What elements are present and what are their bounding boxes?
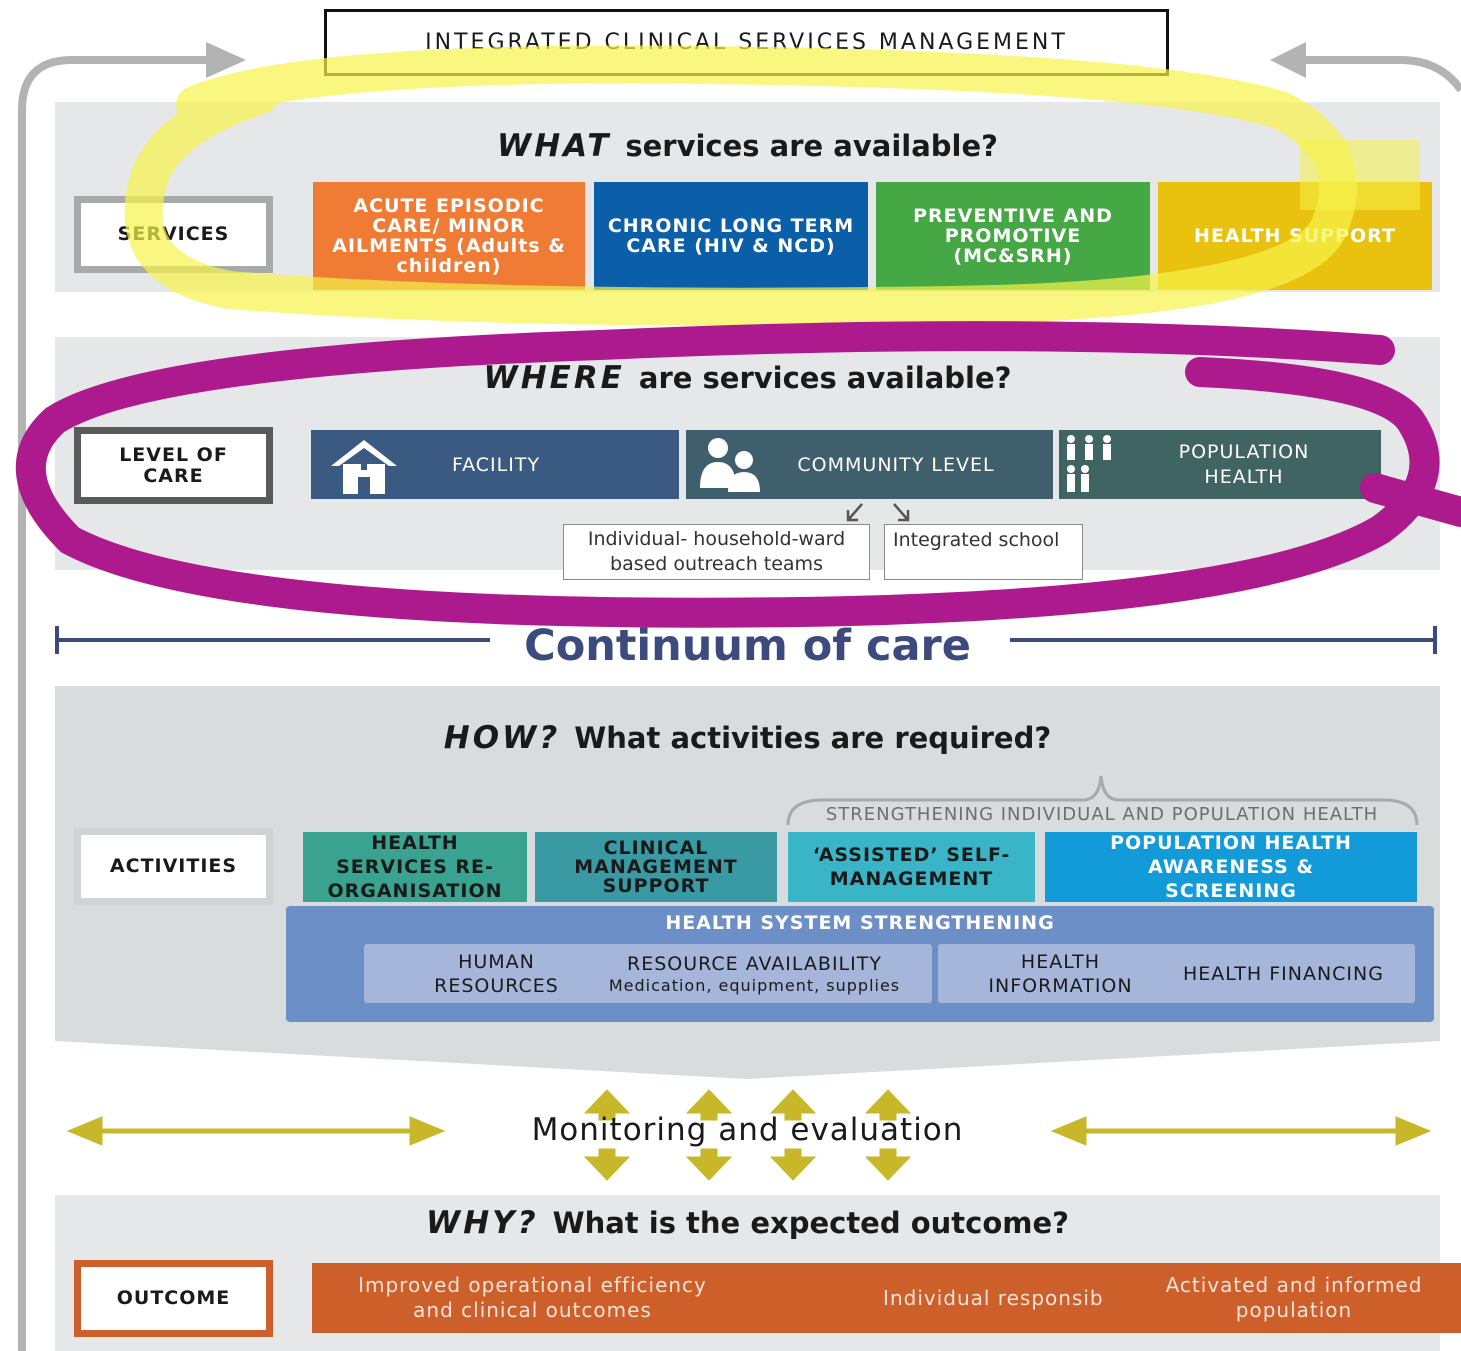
what-question: services are available? <box>625 129 998 163</box>
hss-resource-availability: RESOURCE AVAILABILITY Medication, equipm… <box>577 944 932 1003</box>
what-keyword: WHAT <box>497 128 612 164</box>
hss-resource-availability-label: RESOURCE AVAILABILITY <box>627 953 882 975</box>
why-question: What is the expected outcome? <box>552 1206 1069 1240</box>
level-population: POPULATION HEALTH <box>1059 430 1381 499</box>
where-question: are services available? <box>638 361 1012 395</box>
what-heading: WHAT services are available? <box>55 128 1440 164</box>
strengthening-label: STRENGTHENING INDIVIDUAL AND POPULATION … <box>825 804 1379 825</box>
why-heading: WHY? What is the expected outcome? <box>55 1205 1440 1241</box>
page-title: INTEGRATED CLINICAL SERVICES MANAGEMENT <box>324 9 1169 76</box>
how-heading: HOW? What activities are required? <box>55 720 1440 756</box>
activities-tag: ACTIVITIES <box>74 828 273 905</box>
outcome-tag: OUTCOME <box>74 1260 273 1337</box>
activity-population-health-awareness: POPULATION HEALTH AWARENESS & SCREENING <box>1045 832 1417 902</box>
continuum-label: Continuum of care <box>524 621 971 671</box>
level-community: COMMUNITY LEVEL <box>686 430 1053 499</box>
monitoring-label: Monitoring and evaluation <box>531 1112 964 1148</box>
level-facility: FACILITY <box>311 430 679 499</box>
activity-health-services-reorganisation: HEALTH SERVICES RE-ORGANISATION <box>303 832 527 902</box>
service-acute-episodic: ACUTE EPISODIC CARE/ MINOR AILMENTS (Adu… <box>313 182 585 290</box>
community-sub-school: Integrated school <box>884 524 1083 580</box>
outcome-activated-population: Activated and informed population <box>1102 1263 1461 1333</box>
level-community-label: COMMUNITY LEVEL <box>797 453 995 476</box>
activity-assisted-self-management: ‘ASSISTED’ SELF-MANAGEMENT <box>788 832 1035 902</box>
population-icon <box>1067 435 1111 492</box>
community-sub-outreach: Individual- household-ward based outreac… <box>563 524 870 580</box>
where-heading: WHERE are services available? <box>55 360 1440 396</box>
hss-health-financing-label: HEALTH FINANCING <box>1183 962 1384 985</box>
hss-health-financing: HEALTH FINANCING <box>1152 944 1415 1003</box>
activity-clinical-management-support: CLINICAL MANAGEMENT SUPPORT <box>535 832 777 902</box>
hss-human-resources-label: HUMAN RESOURCES <box>434 950 559 997</box>
hss-health-information-label: HEALTH INFORMATION <box>988 950 1133 997</box>
service-chronic-long-term: CHRONIC LONG TERM CARE (HIV & NCD) <box>594 182 868 290</box>
outcome-operational-efficiency: Improved operational efficiency and clin… <box>312 1263 753 1333</box>
service-preventive-promotive: PREVENTIVE AND PROMOTIVE (MC&SRH) <box>876 182 1150 290</box>
how-question: What activities are required? <box>574 721 1052 755</box>
hss-health-information: HEALTH INFORMATION <box>938 944 1183 1003</box>
strengthening-bracket <box>786 775 1419 826</box>
monitoring-arrows <box>66 1089 1432 1181</box>
level-of-care-tag: LEVEL OF CARE <box>74 427 273 504</box>
hss-resource-availability-sub: Medication, equipment, supplies <box>608 976 901 995</box>
level-facility-label: FACILITY <box>451 453 541 476</box>
house-cross-icon <box>331 440 397 494</box>
hss-title: HEALTH SYSTEM STRENGTHENING <box>665 912 1055 934</box>
services-tag: SERVICES <box>74 196 273 273</box>
where-keyword: WHERE <box>483 360 625 396</box>
why-keyword: WHY? <box>426 1205 539 1241</box>
community-split-arrows <box>846 503 910 522</box>
level-population-label: POPULATION HEALTH <box>1178 440 1310 488</box>
health-system-strengthening: HEALTH SYSTEM STRENGTHENING HUMAN RESOUR… <box>286 906 1434 1022</box>
how-keyword: HOW? <box>443 720 561 756</box>
service-health-support: HEALTH SUPPORT <box>1158 182 1432 290</box>
continuum-line <box>55 626 1437 654</box>
people-icon <box>700 438 760 492</box>
